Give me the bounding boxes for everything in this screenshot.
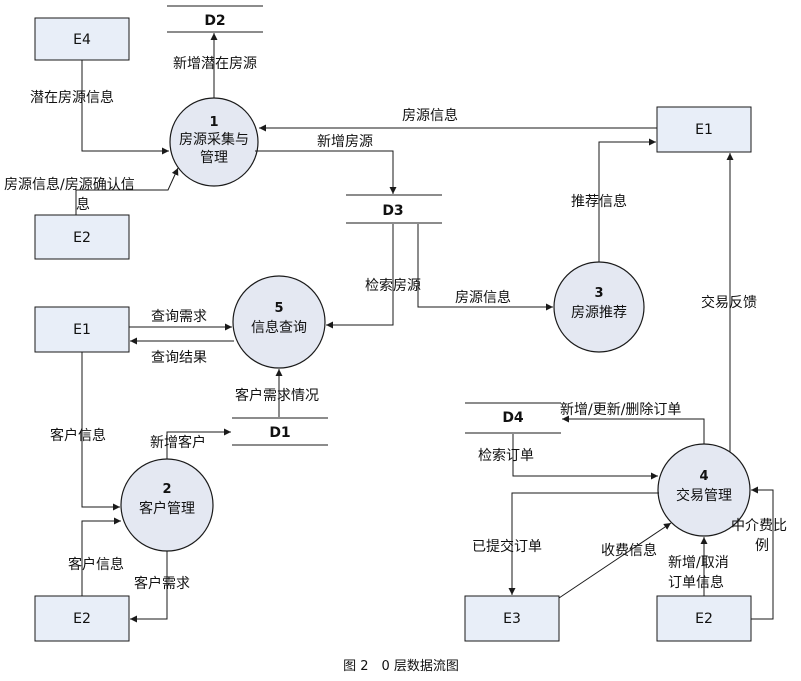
flow-label-listing-info-d3: 房源信息 [455,289,511,306]
flow-label-order-crud: 新增/更新/删除订单 [560,402,681,418]
process-1-name-line1: 房源采集与 [179,131,249,148]
flow-label-fee-info: 收费信息 [601,542,657,559]
flow-label-new-cancel-order-line2: 订单信息 [668,574,724,591]
entity-e4: E4 [34,17,130,61]
flow-label-new-listing: 新增房源 [317,134,373,150]
flow-p4-to-d4 [562,415,705,444]
process-3-name: 房源推荐 [571,305,627,321]
flow-e2-to-p2 [81,517,121,596]
flow-label-customer-info-e2: 客户信息 [68,556,124,573]
entity-e2-bottom: E2 [34,595,130,642]
flow-label-submitted-order: 已提交订单 [472,538,542,555]
flow-label-commission-line2: 例 [755,538,769,554]
flow-e2-to-p4-commission [751,486,774,620]
entity-e2-top-label: E2 [73,230,91,246]
flow-label-search-listing: 检索房源 [365,277,421,294]
flow-d3-to-p3 [417,224,553,311]
flow-p3-to-e1 [598,138,656,262]
figure-caption: 图 2 0 层数据流图 [343,659,459,674]
flow-e3-to-p4 [558,522,672,599]
flow-label-trade-feedback: 交易反馈 [701,294,757,311]
process-5-number: 5 [274,301,283,316]
store-d3-label: D3 [382,203,403,219]
flow-p2-to-d1 [166,428,231,459]
process-2-number: 2 [162,482,171,497]
store-d1: D1 [232,417,328,446]
process-2: 2 客户管理 [120,458,214,552]
flow-label-listing-confirm-line1: 房源信息/房源确认信 [4,176,135,193]
flow-label-listing-confirm-line2: 息 [76,196,90,213]
flow-label-customer-need: 客户需求 [134,575,190,592]
process-3-number: 3 [594,286,603,301]
entity-e2-top: E2 [34,214,130,260]
entity-e1-top-label: E1 [695,122,713,138]
store-d4-label: D4 [502,410,524,426]
flow-p2-to-e2 [130,551,168,623]
process-1-number: 1 [209,115,218,130]
store-d4: D4 [465,402,561,434]
entity-e3-label: E3 [503,611,521,627]
entity-e2-bottom-label: E2 [73,611,91,627]
flow-label-new-potential-listing: 新增潜在房源 [173,56,257,72]
store-d2: D2 [167,5,263,33]
process-5: 5 信息查询 [232,275,326,369]
flow-label-recommend-info: 推荐信息 [571,193,627,210]
flow-label-customer-info-e1: 客户信息 [50,427,106,444]
flow-label-commission-line1: 中介费比 [731,518,787,534]
entity-e4-label: E4 [73,32,91,48]
process-5-name: 信息查询 [251,319,307,336]
entity-e2-right: E2 [656,595,752,642]
store-d1-label: D1 [269,425,290,441]
flow-label-new-cancel-order-line1: 新增/取消 [668,555,729,571]
flow-e2-to-p1 [75,167,179,215]
flow-label-listing-info-e1: 房源信息 [402,107,458,124]
process-3: 3 房源推荐 [553,261,645,353]
flow-p4-to-e3 [508,492,659,595]
flow-e4-to-p1 [81,60,169,155]
flow-label-search-order: 检索订单 [478,447,534,464]
flow-label-new-customer: 新增客户 [150,434,206,451]
flow-label-query-result: 查询结果 [151,350,207,366]
flow-label-potential-listing-info: 潜在房源信息 [30,89,114,106]
process-1-name-line2: 管理 [200,150,228,166]
process-4-name: 交易管理 [676,487,732,504]
entity-e3: E3 [464,595,560,642]
store-d2-label: D2 [204,13,225,29]
process-1: 1 房源采集与 管理 [169,97,259,187]
flow-label-customer-need-status: 客户需求情况 [235,387,319,404]
entity-e1-left: E1 [34,306,130,353]
flow-e1-to-p2 [81,352,120,511]
store-d3: D3 [346,194,442,224]
entity-e2-right-label: E2 [695,611,713,627]
flow-label-query-request: 查询需求 [151,309,207,325]
process-4-number: 4 [699,469,708,484]
flow-p1-to-d3 [255,150,397,194]
entity-e1-left-label: E1 [73,322,91,338]
entity-e1-top: E1 [656,106,752,153]
flow-d4-to-p4 [512,434,658,480]
flow-d3-to-p5 [326,224,394,329]
process-2-name: 客户管理 [139,500,195,517]
